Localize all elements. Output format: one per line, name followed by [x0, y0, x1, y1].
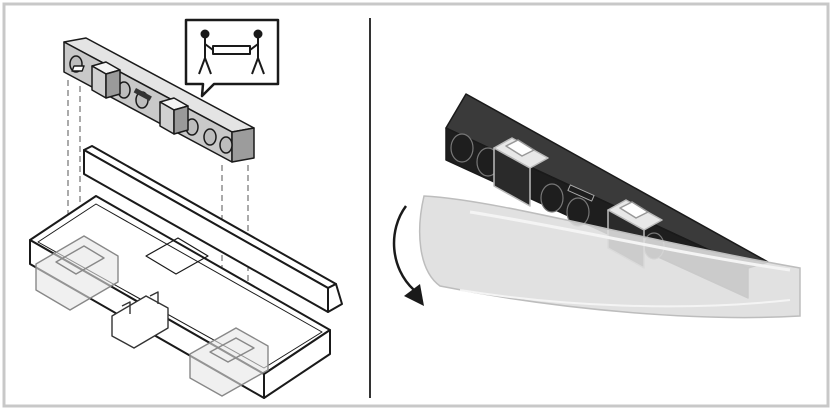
corner-protector: [159, 97, 189, 135]
panel-unpacking-from-box: [29, 18, 343, 399]
panel-removing-protective-bag: [392, 93, 801, 319]
soundbar-logo: [567, 184, 595, 202]
corner-protector: [493, 137, 549, 207]
protective-bag: [418, 195, 801, 319]
box-lid: [83, 145, 343, 313]
foam-inserts: [35, 235, 269, 397]
corner-protector: [71, 61, 121, 99]
soundbar-logo: [133, 88, 152, 101]
soundbar-grey: [63, 37, 255, 163]
two-person-lift-icon: [184, 18, 280, 98]
rotate-arrow-icon: [392, 205, 424, 306]
